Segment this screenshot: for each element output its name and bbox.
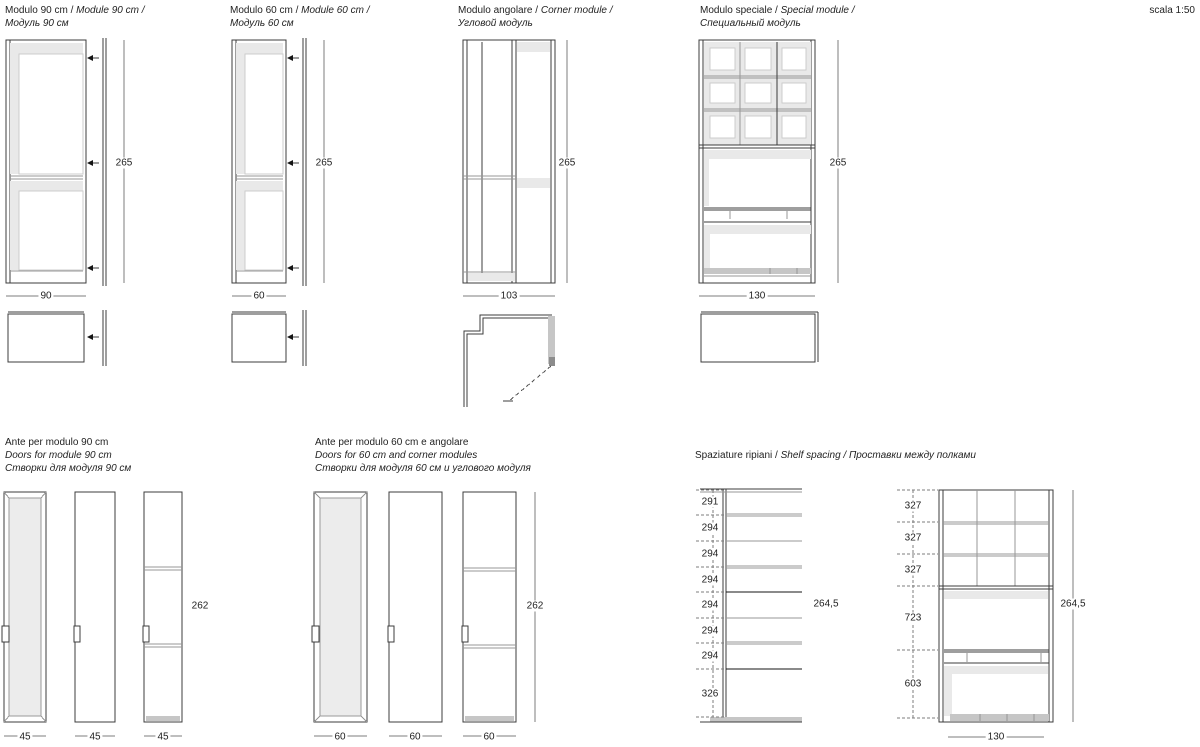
shelf-right-spacing-1: 327 bbox=[902, 500, 924, 512]
doors90-title-en: Doors for module 90 cm bbox=[5, 450, 112, 461]
module60-title: Modulo 60 cm / Module 60 cm / Модуль 60 … bbox=[230, 4, 370, 30]
special-elevation-drawing bbox=[698, 39, 839, 297]
shelf-left-spacing-3: 294 bbox=[699, 548, 721, 560]
special-title-en: Special module / bbox=[777, 5, 855, 16]
shelf-spacing-right-drawing bbox=[897, 489, 1074, 738]
shelf-right-spacing-2: 327 bbox=[902, 532, 924, 544]
module60-width-dim: 60 bbox=[251, 290, 267, 302]
special-plan-drawing bbox=[700, 311, 819, 363]
special-title-it: Modulo speciale / bbox=[700, 5, 778, 16]
shelf-right-spacing-3: 327 bbox=[902, 564, 924, 576]
doors90-height-dim: 262 bbox=[189, 600, 211, 612]
shelf-spacing-title-it: Spaziature ripiani / bbox=[695, 450, 778, 461]
corner-plan-drawing bbox=[463, 314, 555, 407]
module60-elevation-drawing bbox=[231, 38, 325, 297]
module90-plan-drawing bbox=[7, 310, 107, 366]
shelf-spacing-title-en: Shelf spacing / bbox=[777, 450, 847, 461]
doors90-title-ru: Створки для модуля 90 см bbox=[5, 463, 132, 474]
shelf-left-spacing-7: 294 bbox=[699, 650, 721, 662]
doors90-drawing bbox=[1, 491, 183, 737]
shelf-spacing-left-drawing bbox=[696, 488, 802, 723]
doors90-width-dim-3: 45 bbox=[155, 731, 171, 743]
doors90-title: Ante per modulo 90 cm Doors for module 9… bbox=[5, 436, 131, 475]
module90-title-ru: Модуль 90 см bbox=[5, 18, 69, 29]
special-title: Modulo speciale / Special module / Специ… bbox=[700, 4, 855, 30]
corner-elevation-drawing bbox=[462, 39, 568, 297]
module60-title-ru: Модуль 60 см bbox=[230, 18, 294, 29]
corner-title-it: Modulo angolare / bbox=[458, 5, 539, 16]
corner-width-dim: 103 bbox=[498, 290, 520, 302]
doors60-title-it: Ante per modulo 60 cm e angolare bbox=[315, 437, 469, 448]
shelf-right-spacing-5: 603 bbox=[902, 678, 924, 690]
doors60-title: Ante per modulo 60 cm e angolare Doors f… bbox=[315, 436, 531, 475]
module60-title-en: Module 60 cm / bbox=[298, 5, 370, 16]
module90-width-dim: 90 bbox=[38, 290, 54, 302]
doors60-height-dim: 262 bbox=[524, 600, 546, 612]
shelf-spacing-title: Spaziature ripiani / Shelf spacing / Про… bbox=[695, 449, 976, 462]
special-width-dim: 130 bbox=[746, 290, 768, 302]
module90-title-en: Module 90 cm / bbox=[73, 5, 145, 16]
shelf-left-spacing-4: 294 bbox=[699, 574, 721, 586]
special-height-dim: 265 bbox=[827, 157, 849, 169]
doors60-width-dim-1: 60 bbox=[332, 731, 348, 743]
shelf-right-total-dim: 264,5 bbox=[1058, 598, 1088, 610]
shelf-left-spacing-2: 294 bbox=[699, 522, 721, 534]
shelf-left-spacing-8: 326 bbox=[699, 688, 721, 700]
module60-plan-drawing bbox=[231, 310, 307, 366]
shelf-left-total-dim: 264,5 bbox=[811, 598, 841, 610]
doors60-width-dim-2: 60 bbox=[407, 731, 423, 743]
module60-title-it: Modulo 60 cm / bbox=[230, 5, 299, 16]
shelf-left-spacing-6: 294 bbox=[699, 625, 721, 637]
shelf-left-spacing-1: 291 bbox=[699, 496, 721, 508]
shelf-left-spacing-5: 294 bbox=[699, 599, 721, 611]
doors60-drawing bbox=[311, 491, 536, 737]
scale-note: scala 1:50 bbox=[1149, 5, 1195, 16]
doors90-width-dim-2: 45 bbox=[87, 731, 103, 743]
doors60-title-ru: Створки для модуля 60 см и углового моду… bbox=[315, 463, 531, 474]
shelf-right-width-dim: 130 bbox=[985, 731, 1007, 743]
shelf-spacing-title-ru: Проставки между полками bbox=[846, 450, 976, 461]
module90-elevation-drawing bbox=[5, 38, 125, 297]
doors60-width-dim-3: 60 bbox=[481, 731, 497, 743]
module60-height-dim: 265 bbox=[313, 157, 335, 169]
corner-title-ru: Угловой модуль bbox=[458, 18, 533, 29]
shelf-right-spacing-4: 723 bbox=[902, 612, 924, 624]
doors90-title-it: Ante per modulo 90 cm bbox=[5, 437, 109, 448]
module90-title-it: Modulo 90 cm / bbox=[5, 5, 74, 16]
special-title-ru: Специальный модуль bbox=[700, 18, 801, 29]
doors60-title-en: Doors for 60 cm and corner modules bbox=[315, 450, 478, 461]
corner-title: Modulo angolare / Corner module / Углово… bbox=[458, 4, 613, 30]
module90-height-dim: 265 bbox=[113, 157, 135, 169]
module90-title: Modulo 90 cm / Module 90 cm / Модуль 90 … bbox=[5, 4, 145, 30]
corner-height-dim: 265 bbox=[556, 157, 578, 169]
corner-title-en: Corner module / bbox=[538, 5, 613, 16]
doors90-width-dim-1: 45 bbox=[17, 731, 33, 743]
